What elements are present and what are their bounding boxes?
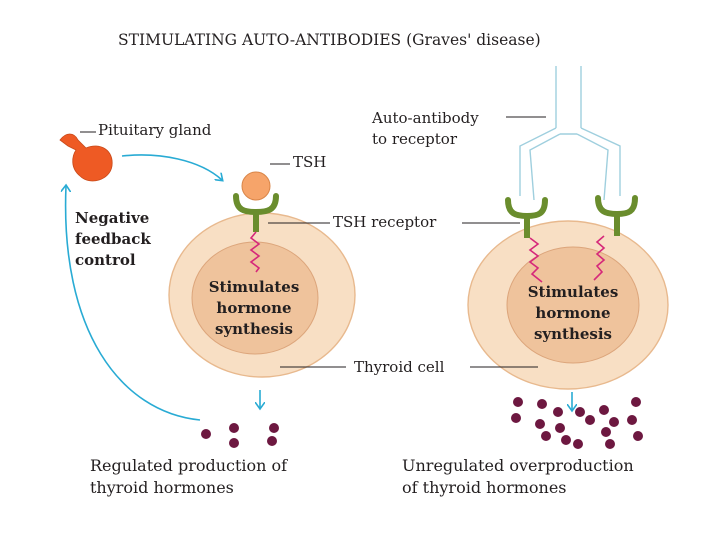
right-hormone-dot: [605, 439, 615, 449]
svg-text:Stimulates: Stimulates: [528, 283, 619, 301]
pituitary-gland-icon: [59, 133, 113, 182]
right-hormone-dot: [573, 439, 583, 449]
right-signal-squiggle-2: [593, 235, 606, 281]
left-hormone-dot: [229, 423, 239, 433]
right-hormone-dot: [537, 399, 547, 409]
svg-text:Regulated production of: Regulated production of: [90, 456, 288, 475]
right-hormone-dots: [511, 397, 643, 449]
right-hormone-dot: [601, 427, 611, 437]
svg-text:hormone: hormone: [216, 299, 291, 317]
right-hormone-dot: [627, 415, 637, 425]
right-thyroid-cell: [467, 220, 669, 390]
auto-antibody-icon: [519, 66, 621, 201]
left-hormone-dots: [201, 423, 279, 448]
svg-text:feedback: feedback: [75, 230, 151, 248]
left-thyroid-cell: [168, 212, 356, 378]
left-tsh-receptor: [233, 193, 279, 232]
svg-text:Unregulated overproduction: Unregulated overproduction: [402, 456, 634, 475]
right-stimulates-label: Stimulates hormone synthesis: [528, 283, 619, 343]
left-signal-squiggle: [249, 231, 261, 273]
tsh-molecule: [241, 171, 271, 201]
left-hormone-dot: [229, 438, 239, 448]
left-hormone-dot: [201, 429, 211, 439]
right-tsh-receptor-2: [595, 195, 638, 236]
negative-feedback-arrow: [66, 186, 201, 421]
svg-text:synthesis: synthesis: [215, 320, 293, 338]
svg-text:synthesis: synthesis: [534, 325, 612, 343]
svg-text:Stimulates: Stimulates: [209, 278, 300, 296]
tsh-receptor-label: TSH receptor: [333, 213, 437, 231]
svg-text:control: control: [75, 251, 136, 269]
left-stimulates-label: Stimulates hormone synthesis: [209, 278, 300, 338]
right-hormone-dot: [633, 431, 643, 441]
right-hormone-dot: [609, 417, 619, 427]
right-hormone-dot: [575, 407, 585, 417]
pituitary-to-tsh-arrow: [121, 154, 222, 180]
svg-text:Auto-antibody: Auto-antibody: [371, 109, 479, 127]
left-hormone-dot: [269, 423, 279, 433]
auto-antibody-label: Auto-antibody to receptor: [371, 109, 479, 148]
right-tsh-receptor-1: [505, 197, 548, 238]
svg-text:to receptor: to receptor: [372, 130, 458, 148]
right-hormone-dot: [631, 397, 641, 407]
right-hormone-dot: [541, 431, 551, 441]
svg-text:of thyroid hormones: of thyroid hormones: [402, 478, 567, 497]
right-hormone-dot: [561, 435, 571, 445]
left-caption: Regulated production of thyroid hormones: [90, 456, 288, 497]
right-signal-squiggle-1: [528, 237, 543, 283]
right-hormone-dot: [511, 413, 521, 423]
right-caption: Unregulated overproduction of thyroid ho…: [402, 456, 634, 497]
svg-text:thyroid hormones: thyroid hormones: [90, 478, 234, 497]
diagram-title: STIMULATING AUTO-ANTIBODIES (Graves' dis…: [118, 31, 541, 49]
left-hormone-dot: [267, 436, 277, 446]
svg-text:hormone: hormone: [535, 304, 610, 322]
feedback-label: Negative feedback control: [75, 209, 151, 269]
right-hormone-dot: [599, 405, 609, 415]
right-hormone-dot: [553, 407, 563, 417]
pituitary-label: Pituitary gland: [98, 121, 212, 139]
thyroid-cell-label: Thyroid cell: [354, 358, 445, 376]
right-hormone-dot: [535, 419, 545, 429]
tsh-label: TSH: [293, 153, 326, 171]
right-hormone-dot: [513, 397, 523, 407]
right-hormone-dot: [555, 423, 565, 433]
svg-text:Negative: Negative: [75, 209, 149, 227]
right-hormone-dot: [585, 415, 595, 425]
